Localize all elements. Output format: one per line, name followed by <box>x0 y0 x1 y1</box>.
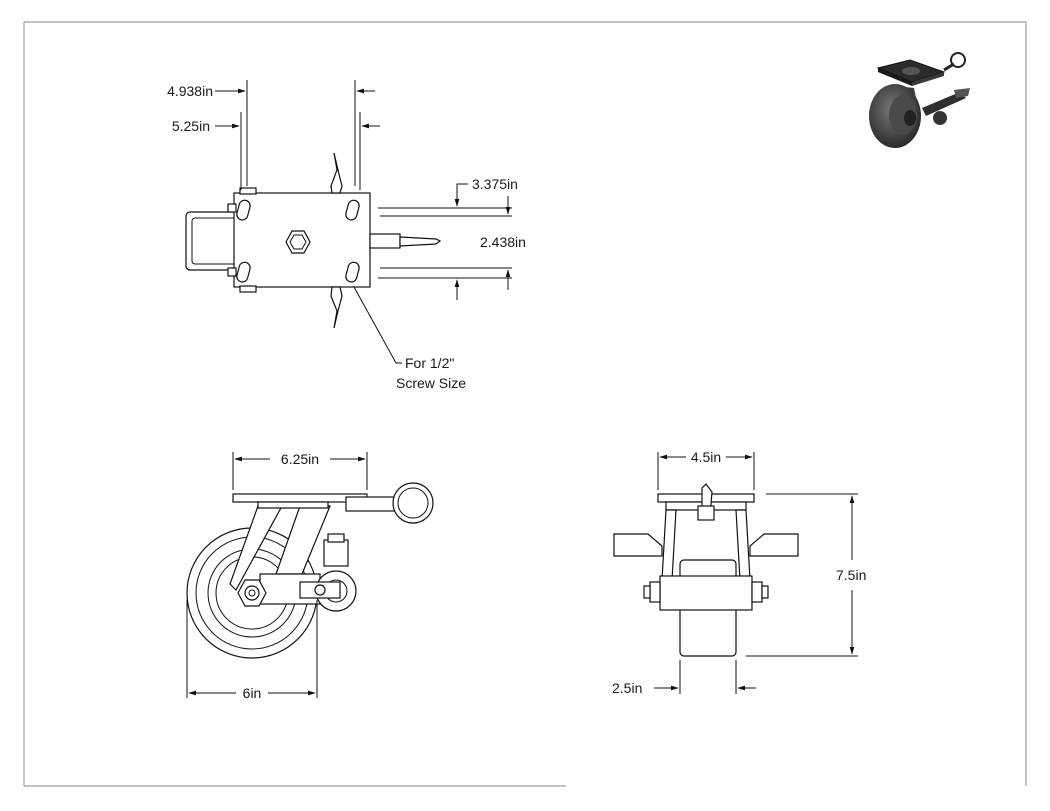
dim-4938: 4.938in <box>167 83 213 99</box>
top-view-dimensions: 4.938in 5.25in 3.375in 2.438in For 1/2" … <box>167 80 526 391</box>
dim-75: 7.5in <box>836 567 866 583</box>
front-view-dimensions: 4.5in 7.5in 2.5in <box>612 449 866 696</box>
dim-45: 4.5in <box>691 449 721 465</box>
dim-3375: 3.375in <box>472 176 518 192</box>
side-view <box>186 482 434 659</box>
dim-625: 6.25in <box>281 451 319 467</box>
screw-note-line1: For 1/2" <box>405 355 454 371</box>
dim-6: 6in <box>243 685 262 701</box>
screw-note-line2: Screw Size <box>396 375 466 391</box>
drawing-border <box>23 21 1027 787</box>
side-view-dimensions: 6.25in 6in <box>186 451 368 701</box>
dim-525: 5.25in <box>172 118 210 134</box>
front-view <box>613 483 799 657</box>
dim-25: 2.5in <box>612 680 642 696</box>
isometric-caster-render <box>869 52 970 148</box>
top-view <box>185 152 442 364</box>
dim-2438: 2.438in <box>480 234 526 250</box>
